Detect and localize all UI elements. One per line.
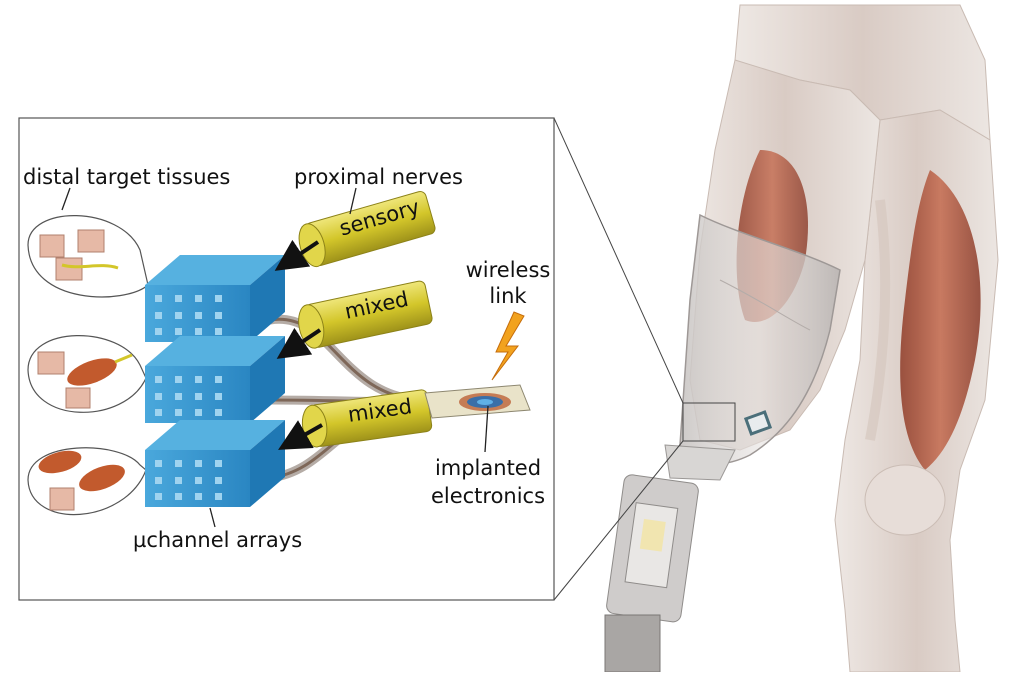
tissue-bubble-3 (27, 447, 147, 516)
label-wireless: wireless (465, 258, 551, 282)
label-uchannel-arrays: µchannel arrays (133, 528, 303, 552)
leader-uchannel (209, 507, 216, 528)
tissue-bubble-2 (27, 335, 147, 413)
right-thigh-muscle (900, 170, 981, 470)
uchannel-array-1 (145, 255, 285, 342)
right-knee (864, 464, 946, 536)
arrow-icon (278, 420, 323, 450)
callout-line-bottom (553, 440, 684, 601)
leader-implanted (484, 405, 489, 453)
uchannel-array-3 (145, 420, 285, 507)
callout-line-top (553, 117, 684, 404)
leader-distal (61, 187, 71, 211)
leader-proximal (349, 187, 357, 215)
implant-device (743, 410, 773, 436)
label-electronics: electronics (430, 484, 546, 508)
uchannel-array-2 (145, 336, 285, 423)
socket-base (664, 444, 736, 481)
lightning-bolt-icon (491, 311, 525, 381)
label-link: link (489, 284, 527, 308)
pylon (604, 614, 661, 673)
label-implanted: implanted (434, 456, 542, 480)
implanted-electronics (424, 384, 531, 419)
label-distal-target-tissues: distal target tissues (23, 165, 231, 189)
tissue-bubble-1 (27, 215, 149, 298)
arrow-icon (274, 239, 320, 271)
label-proximal-nerves: proximal nerves (294, 165, 463, 189)
leg-illustration (604, 4, 999, 673)
arrow-icon (276, 327, 322, 359)
zoom-box (682, 402, 736, 442)
nerve-mixed-2 (301, 389, 433, 448)
